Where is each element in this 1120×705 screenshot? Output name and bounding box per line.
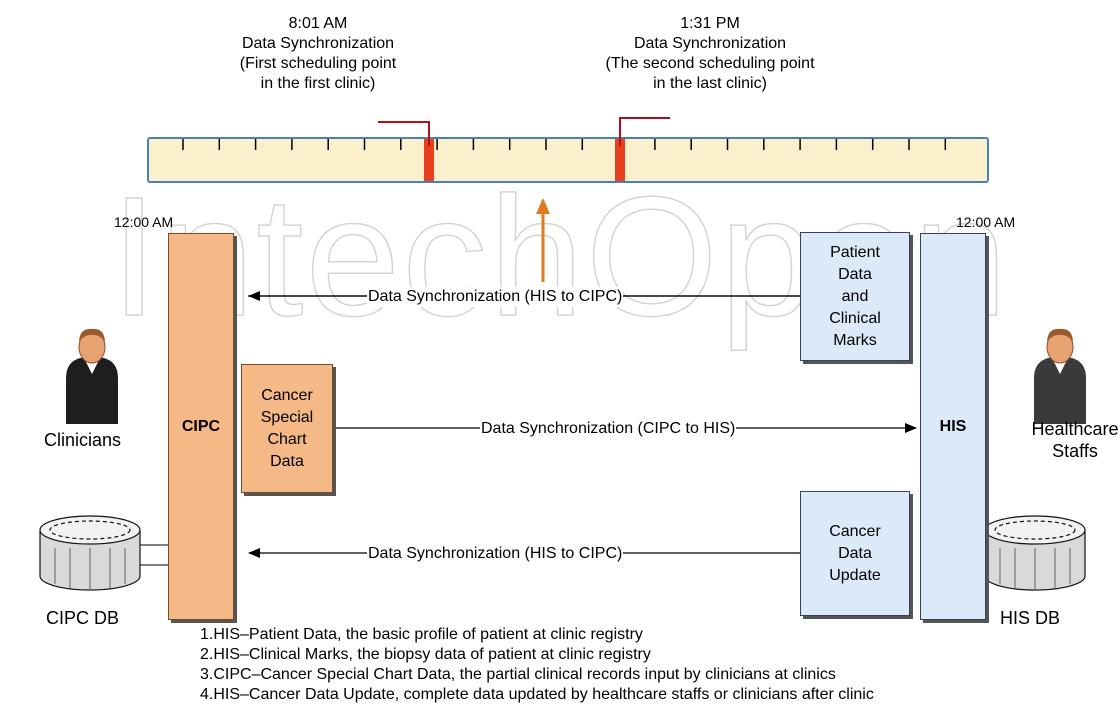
callout-left-line1: (First scheduling point: [239, 55, 397, 72]
patient-data-box: Patient Data and Clinical Marks: [800, 232, 910, 361]
patient-box-line: Marks: [833, 331, 877, 349]
note-4: 4.HIS–Cancer Data Update, complete data …: [200, 686, 874, 703]
healthcare-staff-person-icon: [1034, 328, 1086, 424]
timeline-bar: [147, 137, 989, 183]
cipc-db-icon: [39, 515, 141, 591]
his-db-label: HIS DB: [1000, 608, 1061, 628]
cancer-update-line: Data: [838, 544, 872, 562]
cancer-chart-line: Cancer: [261, 386, 313, 404]
flow-label-top: Data Synchronization (HIS to CIPC): [367, 287, 624, 307]
patient-box-line: Patient: [830, 243, 880, 261]
cancer-chart-box: Cancer Special Chart Data: [241, 364, 333, 493]
flow-label-bottom: Data Synchronization (HIS to CIPC): [367, 544, 624, 564]
callout-line-right: [619, 117, 670, 146]
callout-left: 8:01 AM Data Synchronization (First sche…: [218, 14, 418, 94]
note-1: 1.HIS–Patient Data, the basic profile of…: [200, 626, 643, 643]
note-3: 3.CIPC–Cancer Special Chart Data, the pa…: [200, 666, 836, 683]
clinicians-label: Clinicians: [44, 430, 122, 450]
callout-left-title: Data Synchronization: [241, 35, 395, 52]
callout-left-time: 8:01 AM: [288, 15, 348, 32]
callout-right-title: Data Synchronization: [633, 35, 787, 52]
callout-right-time: 1:31 PM: [680, 15, 740, 32]
cancer-chart-line: Chart: [267, 430, 307, 448]
cancer-update-line: Cancer: [829, 522, 881, 540]
cancer-chart-line: Data: [270, 452, 304, 470]
marker-right: [615, 139, 625, 181]
cipc-start-time: 12:00 AM: [114, 214, 174, 230]
callout-right-line1: (The second scheduling point: [605, 55, 815, 72]
flow-label-middle: Data Synchronization (CIPC to HIS): [480, 419, 737, 439]
cancer-update-line: Update: [829, 566, 881, 584]
patient-box-line: Data: [838, 265, 872, 283]
healthcare-staffs-label: Healthcare Staffs: [1030, 418, 1120, 462]
cancer-chart-line: Special: [260, 408, 314, 426]
his-start-time: 12:00 AM: [956, 214, 1016, 230]
cipc-db-label: CIPC DB: [46, 608, 120, 628]
healthcare-line1: Healthcare: [1031, 419, 1119, 439]
his-column-label: HIS: [939, 417, 967, 435]
note-2: 2.HIS–Clinical Marks, the biopsy data of…: [200, 646, 651, 663]
cancer-update-box: Cancer Data Update: [800, 491, 910, 616]
his-column: HIS: [920, 233, 986, 620]
callout-line-left: [378, 121, 430, 146]
callout-left-line2: in the first clinic): [260, 75, 376, 92]
patient-box-line: and: [841, 287, 869, 305]
patient-box-line: Clinical: [829, 309, 881, 327]
his-db-icon: [984, 515, 1086, 591]
cipc-column-label: CIPC: [181, 417, 221, 435]
callout-right-line2: in the last clinic): [653, 75, 767, 92]
timeline-ticks: [182, 139, 947, 150]
marker-left: [424, 139, 434, 181]
clinician-person-icon: [66, 328, 118, 424]
callout-right: 1:31 PM Data Synchronization (The second…: [590, 14, 830, 94]
cipc-column: CIPC: [168, 233, 234, 620]
healthcare-line2: Staffs: [1052, 441, 1098, 461]
